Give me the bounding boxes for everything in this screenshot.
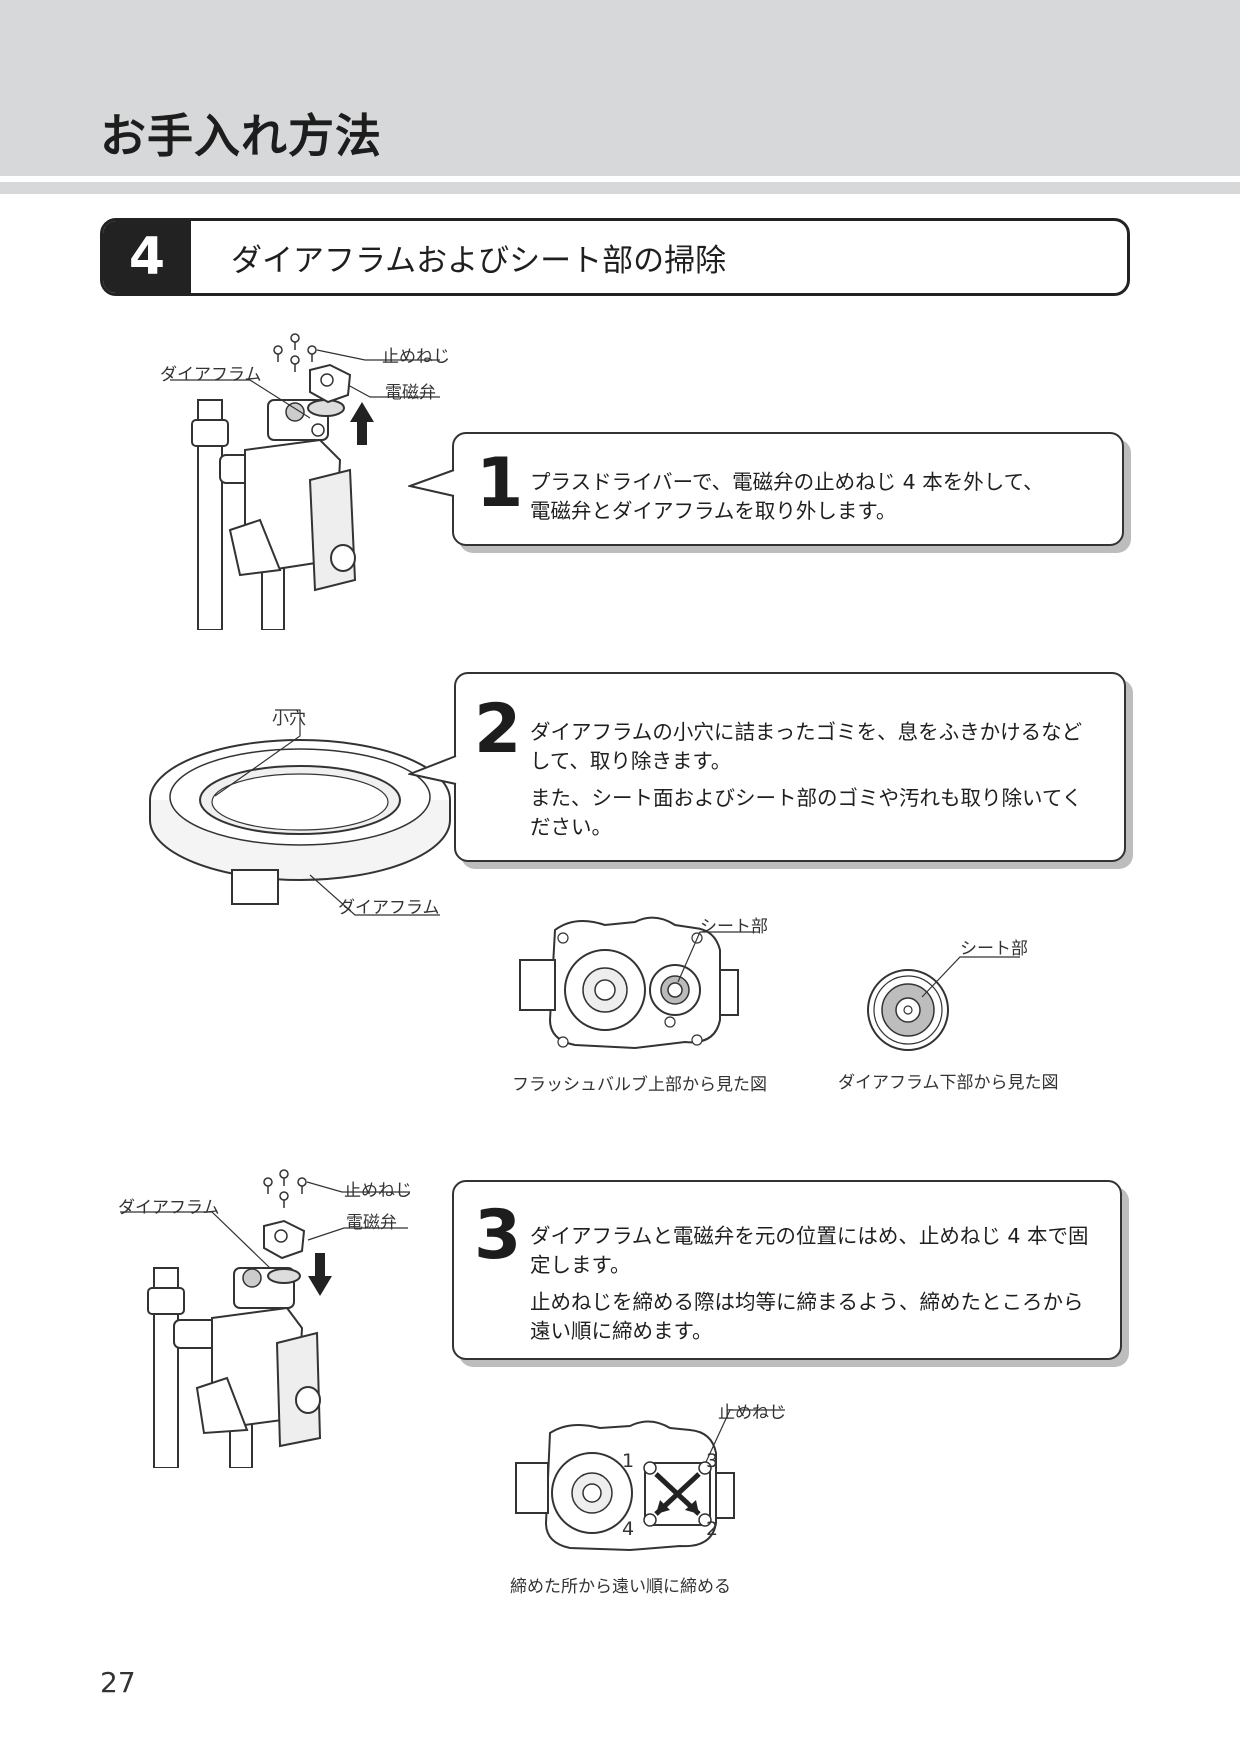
step-2-box	[454, 672, 1126, 862]
valve-removal-illustration	[170, 333, 440, 630]
tighten-number-2: 2	[706, 1518, 719, 1540]
step-1-pointer	[408, 469, 455, 497]
caption-valve-top: フラッシュバルブ上部から見た図	[512, 1075, 767, 1095]
caption-tighten-order: 締めた所から遠い順に締める	[510, 1577, 731, 1597]
step-2-line-2: また、シート面およびシート部のゴミや汚れも取り除いてください。	[530, 786, 1083, 839]
step-3-line-2: 止めねじを締める際は均等に締まるよう、締めたところから遠い順に締めます。	[530, 1290, 1084, 1343]
valve-top-view	[519, 916, 755, 1050]
section-number: 4	[103, 221, 191, 293]
step-2-line-1: ダイアフラムの小穴に詰まったゴミを、息をふきかけるなどして、取り除きます。	[530, 720, 1083, 773]
label-seat-1: シート部	[700, 917, 768, 937]
header-stripe	[0, 182, 1240, 194]
page-title: お手入れ方法	[100, 109, 382, 163]
header-band	[0, 0, 1240, 176]
diaphragm-bottom-view	[867, 956, 1020, 1051]
label-screw-3: 止めねじ	[718, 1403, 786, 1423]
label-small-hole: 小穴	[272, 709, 306, 729]
section-title: ダイアフラムおよびシート部の掃除	[231, 242, 727, 279]
label-solenoid: 電磁弁	[385, 383, 436, 403]
tighten-number-1: 1	[622, 1450, 635, 1472]
step-2-text: ダイアフラムの小穴に詰まったゴミを、息をふきかけるなどして、取り除きます。 また…	[530, 718, 1095, 850]
section-heading: 4 ダイアフラムおよびシート部の掃除	[100, 218, 1130, 296]
valve-install-illustration	[120, 1169, 410, 1468]
caption-diaphragm-bottom: ダイアフラム下部から見た図	[838, 1073, 1059, 1093]
step-3-text: ダイアフラムと電磁弁を元の位置にはめ、止めねじ 4 本で固定します。 止めねじを…	[530, 1222, 1095, 1354]
step-1-box	[452, 432, 1124, 546]
tighten-order-diagram	[515, 1409, 785, 1552]
step-3-box	[452, 1180, 1122, 1360]
page-number: 27	[100, 1666, 136, 1699]
tighten-number-3: 3	[706, 1450, 719, 1472]
step-1-number: 1	[476, 444, 524, 523]
step-1-text: プラスドライバーで、電磁弁の止めねじ 4 本を外して、 電磁弁とダイアフラムを取…	[530, 470, 1044, 523]
step-2-number: 2	[474, 690, 522, 769]
label-diaphragm-3: ダイアフラム	[118, 1198, 220, 1218]
label-diaphragm: ダイアフラム	[160, 365, 262, 385]
label-solenoid-2: 電磁弁	[346, 1213, 397, 1233]
step-2-pointer	[408, 755, 457, 785]
label-seat-2: シート部	[960, 939, 1028, 959]
tighten-number-4: 4	[622, 1518, 635, 1540]
header-divider	[0, 176, 1240, 182]
step-3-line-1: ダイアフラムと電磁弁を元の位置にはめ、止めねじ 4 本で固定します。	[530, 1224, 1089, 1277]
diaphragm-illustration	[149, 709, 451, 916]
label-screw: 止めねじ	[382, 347, 450, 367]
step-3-number: 3	[474, 1196, 522, 1275]
label-diaphragm-2: ダイアフラム	[338, 898, 440, 918]
label-screw-2: 止めねじ	[344, 1181, 412, 1201]
